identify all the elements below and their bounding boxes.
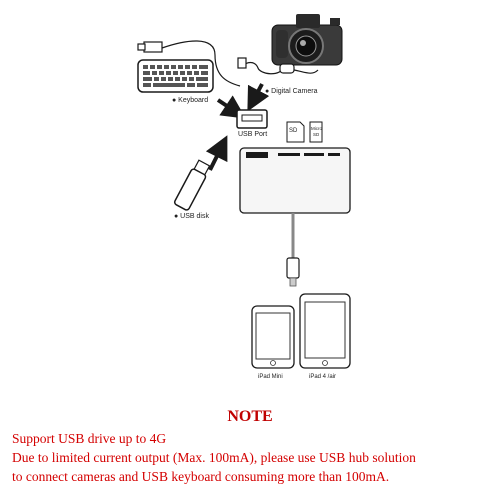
note-title: NOTE	[227, 408, 273, 425]
ipad-mini-illustration	[251, 305, 295, 369]
card-reader-hub	[239, 147, 351, 214]
note-line-3: to connect cameras and USB keyboard cons…	[12, 469, 390, 484]
ipad-air-illustration	[299, 293, 351, 369]
ipad-air-label: iPad 4 /air	[309, 374, 337, 380]
keyboard-cable	[137, 40, 241, 87]
note-line-1: Support USB drive up to 4G	[12, 431, 167, 446]
connection-diagram	[137, 14, 351, 369]
camera-arrow	[247, 83, 270, 112]
usb-disk-label: ● USB disk	[174, 213, 209, 220]
usb-disk-illustration	[173, 159, 211, 211]
micro-sd-card-icon	[309, 121, 323, 143]
usb-port-icon	[236, 109, 268, 129]
micro-sd-label-top: Micro	[311, 126, 322, 131]
ipad-mini-label: iPad Mini	[258, 374, 283, 380]
digital-camera-illustration	[271, 14, 343, 66]
keyboard-arrow	[216, 95, 246, 119]
keyboard-illustration	[137, 59, 214, 93]
note-line-2: Due to limited current output (Max. 100m…	[12, 450, 416, 465]
digital-camera-label: ● Digital Camera	[265, 88, 318, 95]
usb-port-label: USB Port	[238, 131, 268, 138]
sd-label: SD	[289, 128, 298, 134]
keyboard-label: ● Keyboard	[172, 97, 209, 104]
sd-card-icon	[286, 121, 305, 143]
lightning-cable	[286, 213, 300, 287]
camera-cable	[237, 57, 319, 75]
usb-disk-arrow	[205, 135, 228, 171]
micro-sd-label-bottom: SD	[313, 132, 320, 137]
